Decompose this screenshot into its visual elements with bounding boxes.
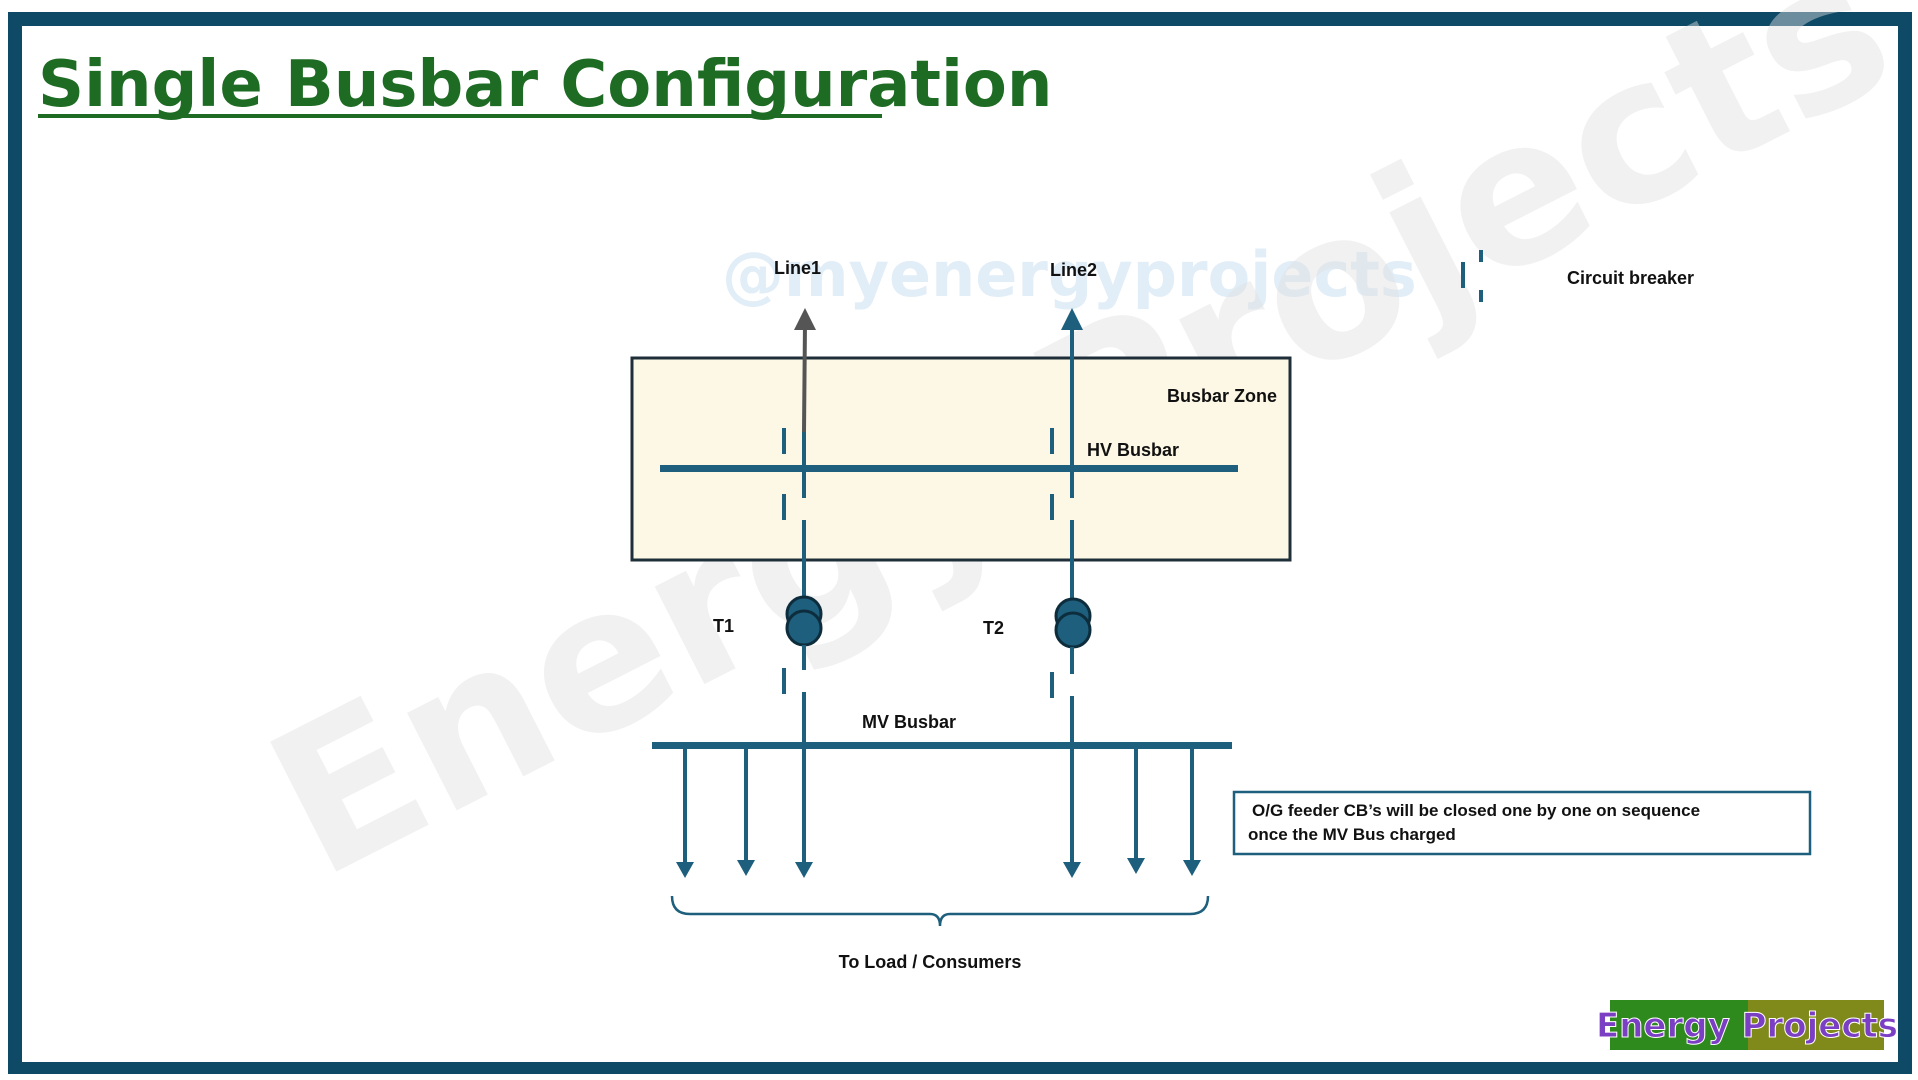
line1-label: Line1 (774, 258, 821, 278)
hv-busbar-label: HV Busbar (1087, 440, 1179, 460)
circuit-breaker-t2-mv (1050, 647, 1074, 746)
line1-feeder (794, 308, 816, 433)
circuit-breaker-line2 (1050, 428, 1074, 468)
feeder-2 (737, 748, 755, 876)
line2-label: Line2 (1050, 260, 1097, 280)
load-label: To Load / Consumers (839, 952, 1022, 972)
circuit-breaker-t2-hv (1050, 472, 1074, 598)
mv-busbar (652, 742, 1232, 749)
load-bracket (670, 895, 1210, 927)
busbar-zone (630, 356, 1292, 562)
circuit-breaker-t1-mv (782, 645, 806, 746)
note-line-1: O/G feeder CB’s will be closed one by on… (1252, 801, 1700, 820)
transformer-t2 (1054, 597, 1092, 649)
feeder-6 (1183, 748, 1201, 876)
transformer-t1 (785, 595, 823, 647)
energy-projects-logo: Energy Projects (1596, 1000, 1899, 1050)
note-box (1232, 790, 1812, 856)
page-title: Single Busbar Configuration (38, 48, 1052, 122)
title-underline (38, 114, 882, 118)
mv-busbar-label: MV Busbar (862, 712, 956, 732)
feeder-3 (795, 748, 813, 878)
busbar-zone-label: Busbar Zone (1167, 386, 1277, 406)
circuit-breaker-t1-hv (782, 472, 806, 596)
note-line-2: once the MV Bus charged (1248, 825, 1456, 844)
circuit-breaker-legend-icon (1461, 250, 1483, 302)
t2-label: T2 (983, 618, 1004, 638)
logo-text: Energy Projects (1596, 1006, 1898, 1046)
feeder-4 (1063, 748, 1081, 878)
line2-feeder (1061, 308, 1083, 432)
feeder-5 (1127, 748, 1145, 874)
feeder-group (676, 748, 1201, 878)
circuit-breaker-line1 (782, 428, 806, 468)
legend-circuit-breaker-label: Circuit breaker (1567, 268, 1694, 288)
feeder-1 (676, 748, 694, 878)
watermark-handle: @myenergyprojects (722, 238, 1417, 311)
t1-label: T1 (713, 616, 734, 636)
hv-busbar (660, 465, 1238, 472)
